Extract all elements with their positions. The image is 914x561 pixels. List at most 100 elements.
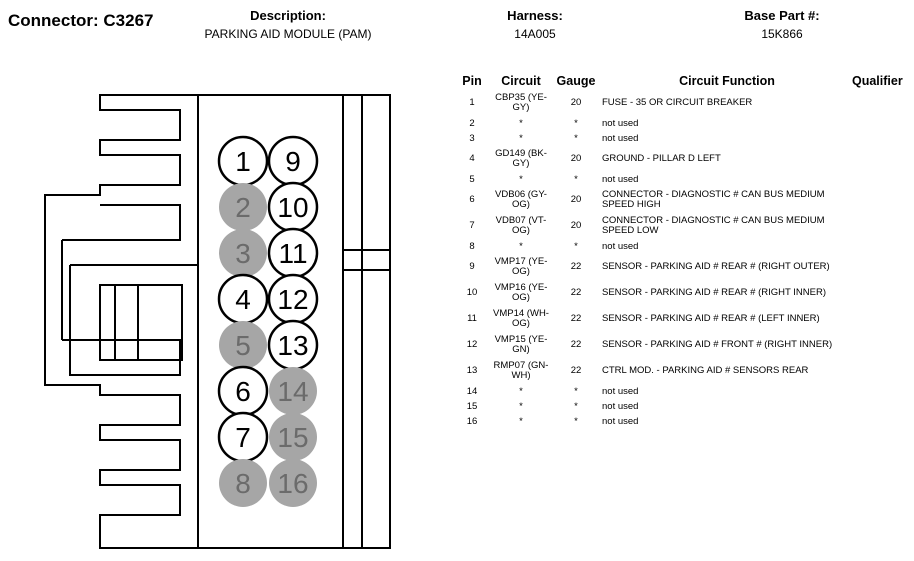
qualifier-cell [852,146,903,172]
qualifier-cell [852,213,903,239]
gauge-cell: * [574,400,578,412]
pin-cell: 1 [469,97,475,108]
circuit-cell: * [519,240,523,252]
qualifier-cell [852,358,903,384]
connector-pin-2: 2 [219,183,267,231]
pin-circle [269,367,317,415]
description-block: Description: PARKING AID MODULE (PAM) [205,8,372,41]
function-cell: not used [602,415,639,427]
function-cell: SENSOR - PARKING AID # REAR # (LEFT INNE… [602,313,820,324]
function-cell: not used [602,240,639,252]
gauge-cell: * [574,132,578,144]
qualifier-cell [852,384,903,399]
pin-cell: 11 [467,313,477,324]
base-part-value: 15K866 [761,27,803,41]
gauge-cell: 20 [570,194,582,205]
circuit-cell: VMP16 (YE-OG) [494,282,548,303]
function-cell: not used [602,385,639,397]
function-cell: not used [602,132,639,144]
connector-pin-15: 15 [269,413,317,461]
connector-housing [44,94,391,549]
gauge-cell: 20 [570,153,582,164]
circuit-cell: VMP15 (YE-GN) [494,334,548,355]
circuit-cell: VMP14 (WH-OG) [493,308,549,329]
base-part-block: Base Part #: 15K866 [744,8,819,41]
pin-cell: 15 [466,400,478,412]
harness-label: Harness: [507,8,563,23]
pin-cell: 3 [469,132,475,144]
pin-number: 14 [277,376,308,407]
pin-number: 1 [235,146,251,177]
qualifier-cell [852,280,903,306]
pin-cell: 9 [469,261,475,272]
table-row: 6 VDB06 (GY-OG) 20 CONNECTOR - DIAGNOSTIC #… [456,187,903,213]
pinout-table: Pin Circuit Gauge Circuit Function Quali… [456,72,903,429]
connector-pin-3: 3 [219,229,267,277]
function-cell: CONNECTOR - DIAGNOSTIC # CAN BUS MEDIUM … [602,215,825,236]
pin-number: 7 [235,422,251,453]
table-row: 15 * * not used [456,399,903,414]
harness-value: 14A005 [514,27,556,41]
description-label: Description: [250,8,326,23]
function-cell: SENSOR - PARKING AID # REAR # (RIGHT INN… [602,287,826,298]
qualifier-cell [852,239,903,254]
base-part-label: Base Part #: [744,8,820,23]
connector-pin-9: 9 [267,135,319,187]
gauge-cell: 20 [570,220,582,231]
gauge-cell: 22 [570,339,582,350]
col-header-circuit: Circuit [501,74,541,88]
pin-cell: 14 [466,385,478,397]
col-header-gauge: Gauge [556,74,596,88]
table-row: 14**not used [456,384,903,399]
pin-cell: 8 [469,240,475,252]
function-cell: SENSOR - PARKING AID # REAR # (RIGHT OUT… [602,261,830,272]
circuit-cell: * [519,400,523,412]
connector-pin-4: 4 [217,273,269,325]
circuit-cell: * [519,132,523,144]
pin-circle [219,459,267,507]
function-cell: not used [602,117,639,129]
table-row: 2**not used [456,116,903,131]
table-row: 5**not used [456,172,903,187]
pin-cell: 13 [466,365,478,376]
circuit-cell: VDB06 (GY-OG) [495,189,547,210]
function-cell: FUSE - 35 OR CIRCUIT BREAKER [602,97,753,108]
function-cell: CONNECTOR - DIAGNOSTIC # CAN BUS MEDIUM … [602,189,825,210]
function-cell: not used [602,400,639,412]
gauge-cell: * [574,117,578,129]
table-row: 16**not used [456,414,903,429]
pin-cell: 12 [466,339,478,350]
pin-cell: 6 [469,194,475,205]
qualifier-cell [852,254,903,280]
pin-circle [269,413,317,461]
gauge-cell: 22 [570,261,582,272]
function-cell: not used [602,173,639,185]
qualifier-cell [852,414,903,429]
connector-pin-12: 12 [267,273,319,325]
connector-pin-14: 14 [269,367,317,415]
harness-block: Harness: 14A005 [507,8,563,41]
pin-number: 5 [235,330,251,361]
pin-cell: 7 [469,220,475,231]
gauge-cell: * [574,415,578,427]
pin-circle [219,229,267,277]
gauge-cell: * [574,173,578,185]
description-value: PARKING AID MODULE (PAM) [204,27,372,41]
pin-number: 2 [235,192,251,223]
connector-pin-16: 16 [269,459,317,507]
table-row: 8**not used [456,239,903,254]
connector-pin-8: 8 [219,459,267,507]
col-header-qualifier: Qualifier [852,74,903,88]
qualifier-cell [852,399,903,414]
table-row: 3 * * not used [456,131,903,146]
connector-pin-7: 7 [217,411,269,463]
